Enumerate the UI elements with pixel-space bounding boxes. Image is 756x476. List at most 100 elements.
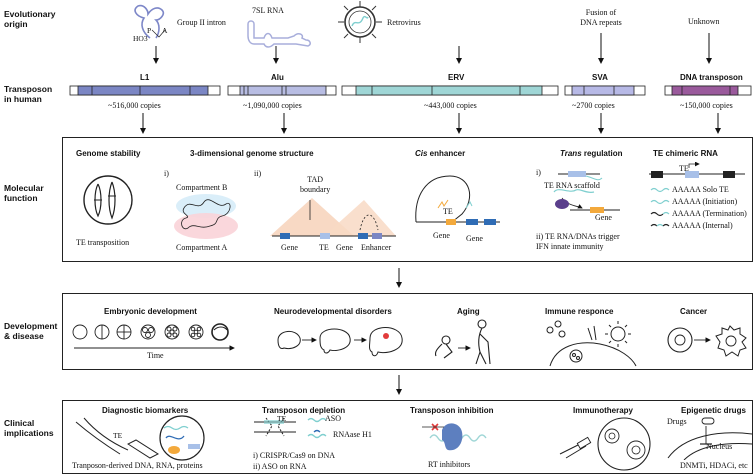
trans-regulation-title: Trans regulation <box>560 149 623 158</box>
cancer-cell-icon <box>667 325 747 357</box>
cis-title-rest: enhancer <box>427 149 466 158</box>
immunotherapy-title: Immunotherapy <box>573 406 634 415</box>
trans-regulation-diagram <box>553 171 620 213</box>
te-rna-scaffold-label: TE RNA scaffold <box>544 181 600 190</box>
roman-ii-3d: ii) <box>254 169 262 178</box>
clinical-implications-panel <box>62 400 753 474</box>
rnase-label: RNAase H1 <box>333 430 372 439</box>
row-label-transposon-line2: in human <box>4 94 42 104</box>
embryo-stages-icon <box>72 323 235 351</box>
retrovirus-icon <box>338 1 382 43</box>
tad-gene-left-label: Gene <box>281 243 298 252</box>
development-disease-panel <box>62 293 753 370</box>
drugs-label: Drugs <box>667 417 687 426</box>
copies-l1: ~516,000 copies <box>108 101 161 110</box>
transposon-name-sva: SVA <box>592 73 608 82</box>
immunotherapy-icon <box>559 417 651 471</box>
aso-label: ASO <box>325 414 342 423</box>
aging-icon <box>434 319 491 365</box>
row-label-transposon: Transposon in human <box>4 84 52 104</box>
crispr-label: i) CRISPR/Cas9 on DNA <box>253 451 336 460</box>
row-label-clinical-line2: implications <box>4 428 54 438</box>
compartment-icon <box>174 194 238 239</box>
chimeric-solo-te: AAAAA Solo TE <box>672 185 729 194</box>
transposon-name-dna: DNA transposon <box>680 73 743 82</box>
group-ii-intron-icon <box>134 4 165 39</box>
intron-p-label: P <box>147 26 152 35</box>
tad-gene-right-label: Gene <box>336 243 353 252</box>
row-label-molecular-line2: function <box>4 193 38 203</box>
trans-title-em: Trans <box>560 149 582 158</box>
depletion-te-label: TE <box>277 414 287 423</box>
3d-genome-title: 3-dimensional genome structure <box>190 149 314 158</box>
row-label-clinical: Clinical implications <box>4 418 54 438</box>
chromosome-icon <box>83 175 133 225</box>
erv-bar <box>341 85 559 96</box>
biomarkers-title: Diagnostic biomarkers <box>102 406 189 415</box>
trans-ii-label: ii) TE RNA/DNAs trigger IFN innate immun… <box>536 232 620 252</box>
sva-bar <box>564 85 646 96</box>
copies-alu: ~1,090,000 copies <box>243 101 302 110</box>
7sl-rna-icon <box>247 20 311 48</box>
chimeric-internal: AAAAA (Internal) <box>672 221 733 230</box>
cis-gene-left-label: Gene <box>433 231 450 240</box>
trans-gene-label: Gene <box>595 213 612 222</box>
time-label: Time <box>147 351 164 360</box>
immune-response-icon <box>546 320 637 367</box>
intron-label: Group II intron <box>177 18 226 27</box>
chimeric-te-label: TE <box>679 164 689 173</box>
cis-te-label: TE <box>443 207 453 216</box>
trans-ii-line1: ii) TE RNA/DNAs trigger <box>536 232 620 241</box>
transposon-name-alu: Alu <box>271 73 284 82</box>
molecular-function-panel <box>62 137 753 262</box>
tad-enhancer-label: Enhancer <box>361 243 392 252</box>
transposon-name-l1: L1 <box>140 73 150 82</box>
tad-boundary-line2: boundary <box>300 185 331 194</box>
te-transposition-label: TE transposition <box>76 238 130 247</box>
7sl-rna-label: 7SL RNA <box>252 6 284 15</box>
row-label-development-line2: & disease <box>4 331 44 341</box>
tad-boundary-label: TAD boundary <box>300 175 330 195</box>
chimeric-initiation: AAAAA (Initiation) <box>672 197 738 206</box>
neuro-title: Neurodevelopmental disorders <box>274 307 392 316</box>
row-label-development: Development & disease <box>4 321 57 341</box>
copies-erv: ~443,000 copies <box>424 101 477 110</box>
compartment-b-label: Compartment B <box>176 183 228 192</box>
compartment-a-label: Compartment A <box>176 243 228 252</box>
aso-rna-label: ii) ASO on RNA <box>253 462 307 471</box>
chimeric-termination: AAAAA (Termination) <box>672 209 747 218</box>
fusion-label: Fusion of DNA repeats <box>571 8 631 28</box>
retrovirus-label: Retrovirus <box>387 18 421 27</box>
epigenetic-icon <box>667 417 753 460</box>
embryonic-title: Embryonic development <box>104 307 197 316</box>
trans-ii-line2: IFN innate immunity <box>536 242 604 251</box>
rt-inhibitor-icon <box>422 423 487 451</box>
biomarkers-sub-label: Tranposon-derived DNA, RNA, proteins <box>72 461 203 470</box>
roman-i-3d: i) <box>164 169 169 178</box>
nucleus-label: Nucleus <box>706 442 733 451</box>
trans-title-rest: regulation <box>581 149 623 158</box>
roman-i-trans: i) <box>536 168 541 177</box>
tad-boundary-line1: TAD <box>307 175 324 184</box>
depletion-title: Transposon depletion <box>262 406 346 415</box>
row-label-origin: Evolutionary origin <box>4 9 55 29</box>
brain-stages-icon <box>277 327 403 357</box>
cis-enhancer-title: Cis enhancer <box>415 149 465 158</box>
row-label-transposon-line1: Transposon <box>4 84 53 94</box>
inhibition-title: Transposon inhibition <box>410 406 494 415</box>
genome-stability-title: Genome stability <box>76 149 141 158</box>
l1-bar <box>69 85 221 96</box>
row-label-molecular-line1: Molecular <box>4 183 44 193</box>
alu-bar <box>227 85 337 96</box>
cis-gene-right-label: Gene <box>466 234 483 243</box>
fusion-label-line2: DNA repeats <box>580 18 622 27</box>
transposon-bars <box>69 85 752 96</box>
unknown-label: Unknown <box>688 17 720 26</box>
copies-dna: ~150,000 copies <box>680 101 733 110</box>
aging-title: Aging <box>457 307 480 316</box>
biomarkers-te-label: TE <box>113 431 123 440</box>
tad-diagram <box>270 198 396 239</box>
depletion-icon <box>254 417 327 439</box>
copies-sva: ~2700 copies <box>572 101 615 110</box>
